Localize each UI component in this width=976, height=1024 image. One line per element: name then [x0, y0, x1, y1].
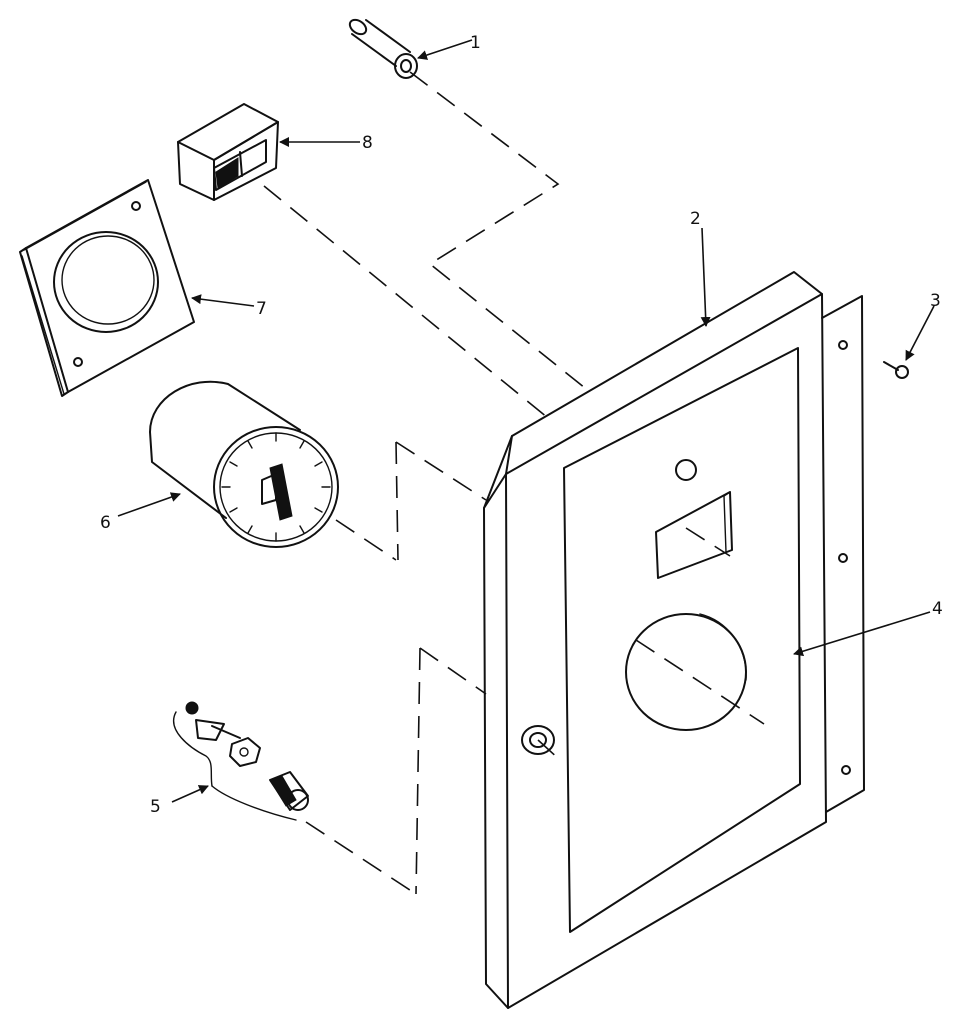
part-1-pilot-light	[348, 18, 418, 79]
part-6-timer-dial	[149, 380, 339, 548]
callout-labels: 1 2 3 4 5 6 7 8	[100, 33, 943, 817]
callout-leaders	[117, 39, 935, 803]
part-8-rocker-switch	[177, 103, 279, 201]
callout-6: 6	[100, 513, 111, 533]
part-7-gasket-plate	[19, 179, 195, 397]
callout-8: 8	[362, 133, 373, 153]
callout-4: 4	[932, 599, 943, 619]
assembly-lines	[263, 71, 765, 895]
part-4-face-plate	[521, 347, 801, 933]
dial-tick-marks	[221, 432, 331, 542]
callout-2: 2	[690, 209, 701, 229]
part-2-control-panel	[483, 271, 865, 1009]
callout-3: 3	[930, 291, 941, 311]
part-5-wire-connector	[173, 701, 309, 821]
callout-5: 5	[150, 797, 161, 817]
callout-1: 1	[470, 33, 481, 53]
callout-7: 7	[256, 299, 267, 319]
part-3-screw	[883, 361, 909, 379]
